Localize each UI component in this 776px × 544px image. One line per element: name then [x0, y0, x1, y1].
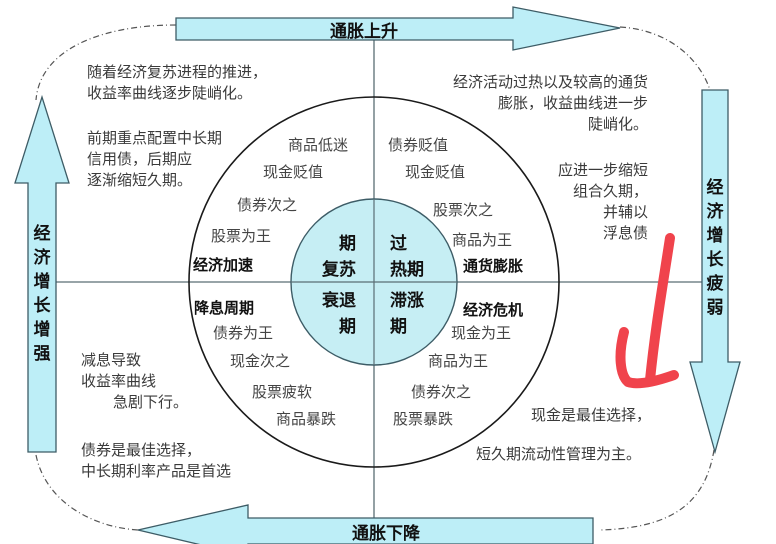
connector-top-left — [35, 24, 177, 101]
recovery-title: 经济加速 — [193, 256, 254, 274]
recession-item: 商品暴跌 — [276, 410, 337, 428]
note-top-left-strategy: 前期重点配置中长期信用债，后期应逐渐缩短久期。 — [87, 129, 223, 189]
note-top-left-yield: 随着经济复苏进程的推进，收益率曲线逐步陡峭化。 — [87, 63, 268, 102]
overheat-item: 商品为王 — [452, 231, 513, 249]
stagflation-item: 股票暴跌 — [393, 410, 454, 428]
stagflation-item: 现金为王 — [451, 324, 512, 342]
arrow-label-inflation-falling: 通胀下降 — [352, 524, 420, 544]
arrow-label-growth-weakening: 经济增长疲弱 — [706, 178, 724, 318]
recovery-item: 商品低迷 — [288, 136, 349, 154]
connector-bottom-right — [599, 449, 715, 531]
recovery-item: 现金贬值 — [263, 163, 324, 181]
overheat-item: 债券贬值 — [388, 136, 449, 154]
recession-title: 降息周期 — [194, 299, 255, 317]
arrow-label-inflation-rising: 通胀上升 — [330, 22, 398, 42]
note-bottom-left-strategy: 债券是最佳选择，中长期利率产品是首选 — [81, 441, 232, 480]
note-bottom-right-strategy: 短久期流动性管理为主。 — [476, 445, 642, 463]
note-bottom-left-yield: 减息导致收益率曲线急剧下行。 — [81, 351, 189, 411]
recession-item: 债券为王 — [213, 324, 274, 342]
stagflation-title: 经济危机 — [463, 301, 524, 319]
outer-circle — [188, 96, 560, 468]
core-recession: 衰退期 — [322, 291, 356, 337]
growth-weakening-arrow — [689, 89, 741, 455]
recession-item: 股票疲软 — [252, 383, 313, 401]
overheat-item: 股票次之 — [433, 201, 494, 219]
core-recovery: 期复苏 — [322, 234, 356, 280]
recession-item: 现金次之 — [230, 352, 291, 370]
stagflation-item: 商品为王 — [428, 352, 489, 370]
core-overheat: 过热期 — [390, 234, 424, 280]
connector-bottom-left — [35, 454, 139, 531]
recovery-item: 股票为王 — [211, 227, 272, 245]
red-annotation-arrow-icon — [615, 233, 679, 389]
overheat-title: 通货膨胀 — [463, 257, 524, 275]
note-top-right-strategy: 应进一步缩短组合久期，并辅以浮息债 — [557, 161, 648, 242]
arrow-label-growth-strengthening: 经济增长增强 — [33, 224, 51, 364]
connector-top-right — [619, 26, 711, 91]
overheat-item: 现金贬值 — [405, 163, 466, 181]
core-stagflation: 滞涨期 — [390, 291, 424, 337]
inflation-falling-arrow — [137, 504, 594, 544]
inflation-rising-arrow — [175, 6, 621, 51]
recovery-item: 债券次之 — [237, 196, 298, 214]
stagflation-item: 债券次之 — [411, 383, 472, 401]
note-bottom-right-cash: 现金是最佳选择， — [531, 406, 652, 424]
growth-strengthening-arrow — [14, 94, 70, 453]
note-top-right-yield: 经济活动过热以及较高的通货膨胀，收益曲线进一步陡峭化。 — [452, 73, 648, 133]
